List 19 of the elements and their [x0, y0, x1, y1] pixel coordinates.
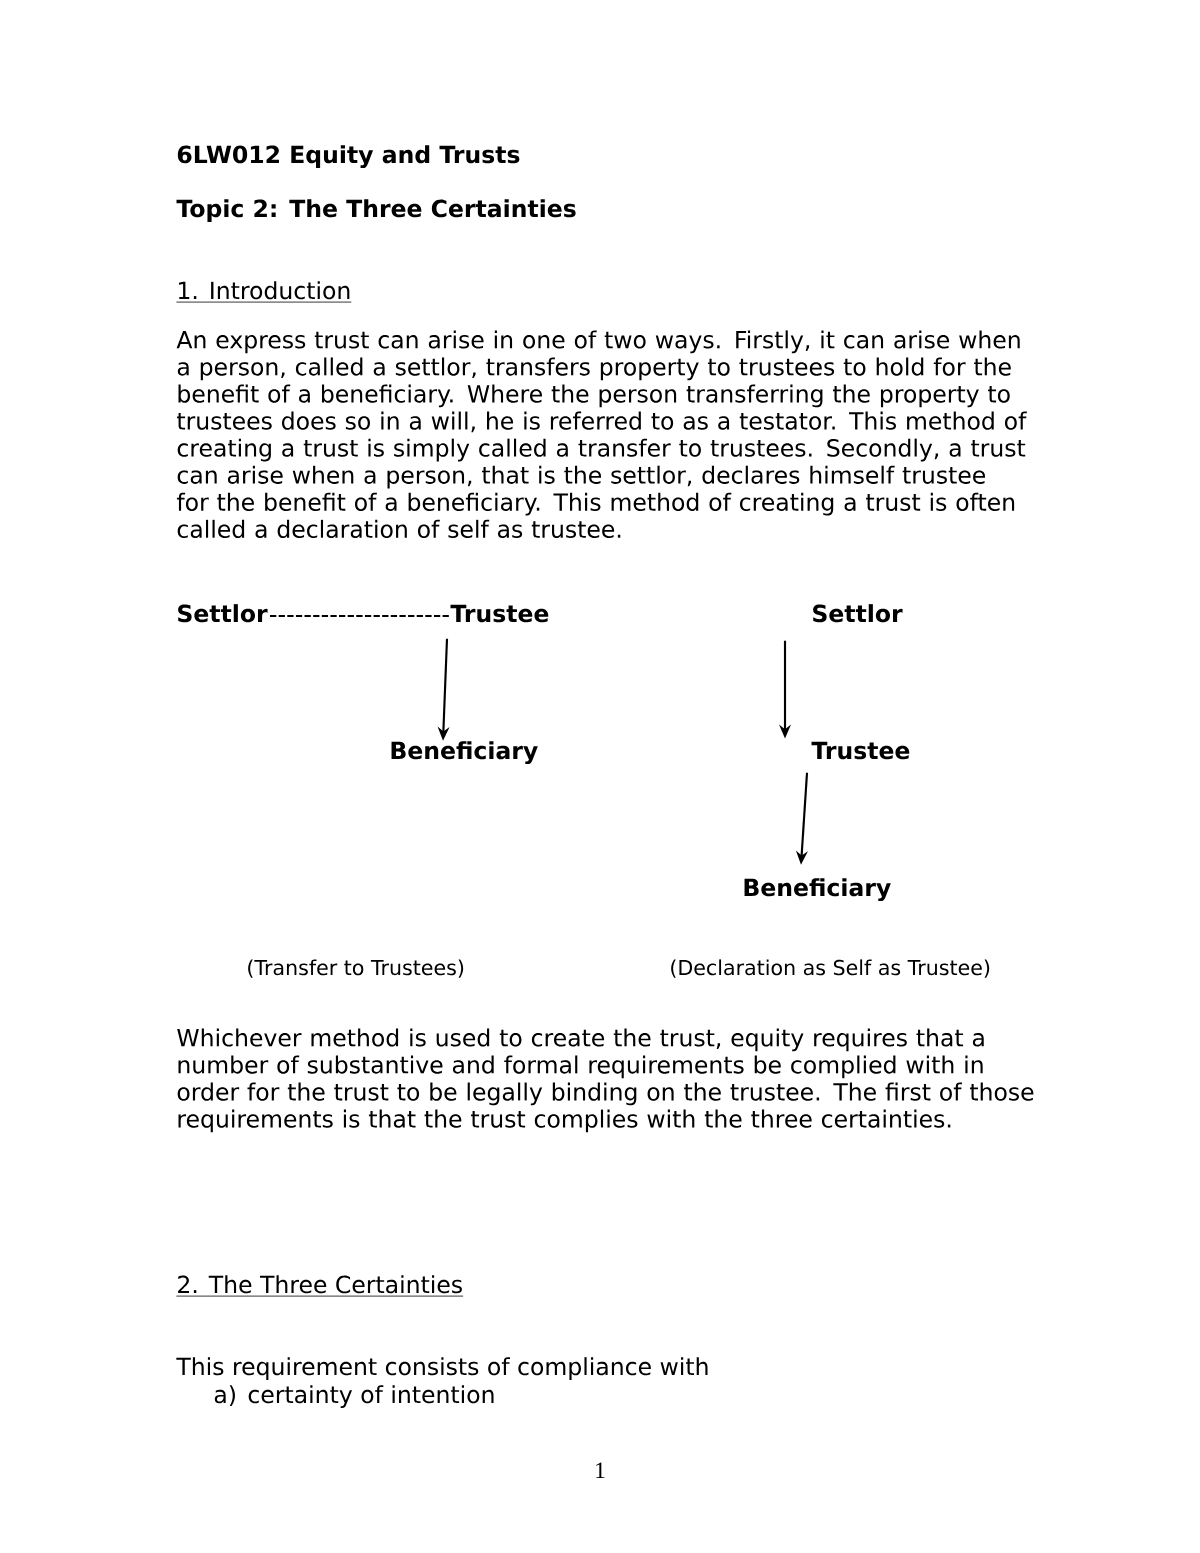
section-heading: 1. Introduction: [176, 281, 352, 303]
paragraph: An express trust can arise in one of two ways. Firstly, it can arise when a person, called a settlor, transfers property to trustees to hold for the benefit of a beneficiary. Where the person transferring the property to trustees does so in a will, he is referred to as a testator. This method of creating a trust is simply called a transfer to trustees. Secondly, a trust can arise when a person, that is the settlor, declares himself trustee for the benefit of a beneficiary. This method of creating a trust is often called a declaration of self as trustee.: [176, 330, 1027, 539]
list-marker: a): [214, 1385, 235, 1407]
page-number: 1: [596, 1462, 605, 1478]
section-heading: Topic 2: The Three Certainties: [176, 199, 576, 222]
list-item: certainty of intention: [248, 1385, 494, 1408]
paragraph: This requirement consists of compliance with: [176, 1357, 708, 1380]
dashed-line: [269, 615, 450, 617]
paragraph: Whichever method is used to create the trust, equity requires that a number of substantive and formal requirements be complied with in order for the trust to be legally binding on the trustee. The first of those requirements is that the trust complies with the three certainties.: [177, 1028, 1034, 1133]
party-name: Trustee: [450, 604, 549, 623]
party-name: Settlor: [813, 604, 903, 623]
diagram-caption: (Transfer to Trustees): [248, 959, 464, 978]
party-name: Beneficiary: [744, 878, 891, 902]
party-name: Settlor: [178, 604, 268, 623]
party-name: Beneficiary: [391, 741, 538, 765]
diagram-caption: (Declaration as Self as Trustee): [671, 959, 990, 978]
section-heading: 2. The Three Certainties: [176, 1275, 464, 1297]
document-title: 6LW012 Equity and Trusts: [177, 145, 520, 169]
party-name: Trustee: [811, 741, 910, 760]
